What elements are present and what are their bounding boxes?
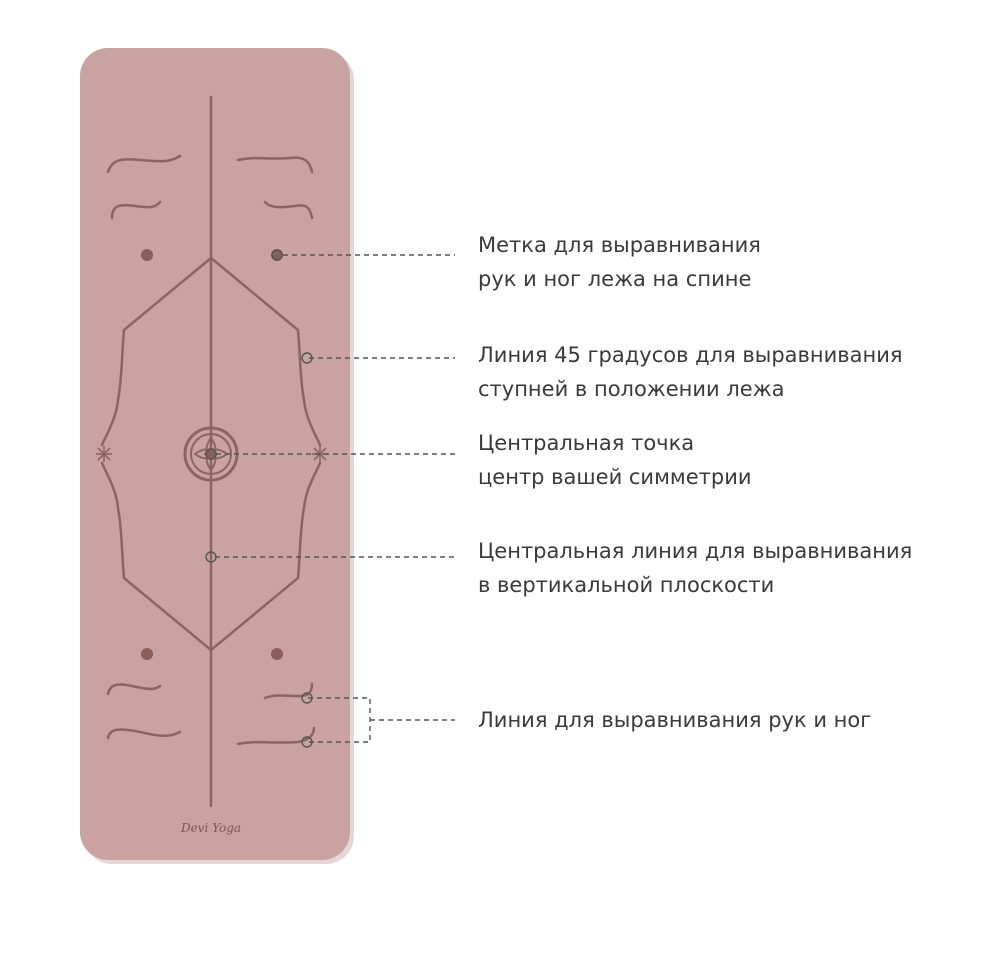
foot-mark-bottom-left [141, 648, 153, 660]
annotation-center-line: Центральная линия для выравнивания в вер… [478, 534, 912, 602]
annotation-line: Центральная точка [478, 426, 752, 460]
annotation-line: рук и ног лежа на спине [478, 262, 761, 296]
annotation-line: Метка для выравнивания [478, 228, 761, 262]
hand-mark-top-right [271, 249, 283, 261]
foot-mark-bottom-right [271, 648, 283, 660]
annotation-line: центр вашей симметрии [478, 460, 752, 494]
annotation-line: Центральная линия для выравнивания [478, 534, 912, 568]
sun-icon [96, 446, 112, 462]
mat-brand: Devi Yoga [180, 821, 241, 835]
annotation-line: Линия для выравнивания рук и ног [478, 703, 871, 737]
annotation-hand-foot-mark: Метка для выравнивания рук и ног лежа на… [478, 228, 761, 296]
annotation-line: в вертикальной плоскости [478, 568, 912, 602]
annotation-line: Линия 45 градусов для выравнивания [478, 338, 903, 372]
annotation-45-degree-line: Линия 45 градусов для выравнивания ступн… [478, 338, 903, 406]
annotation-line: ступней в положении лежа [478, 372, 903, 406]
annotation-limb-line: Линия для выравнивания рук и ног [478, 703, 871, 737]
hand-mark-top-left [141, 249, 153, 261]
annotation-center-point: Центральная точка центр вашей симметрии [478, 426, 752, 494]
